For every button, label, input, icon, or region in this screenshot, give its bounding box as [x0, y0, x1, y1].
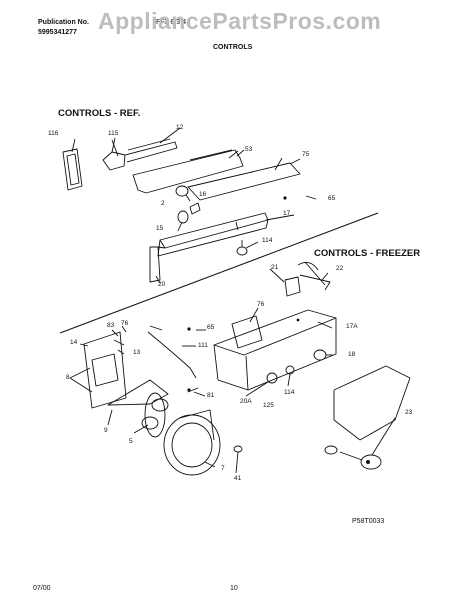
part-label: 116: [48, 130, 59, 137]
part-label: 65: [328, 195, 336, 202]
part-label: 20: [158, 281, 166, 288]
part-label: 9: [104, 427, 108, 434]
part-label: 2: [161, 200, 165, 207]
part-label: 83: [107, 322, 115, 329]
part-label: 20A: [240, 398, 252, 405]
part-label: 21: [271, 264, 279, 271]
figure-code: P58T0033: [352, 518, 385, 525]
part-label: 53: [245, 146, 253, 153]
publication-number: 5995341277: [38, 29, 77, 36]
part-label: 75: [302, 151, 310, 158]
part-label: 14: [70, 339, 78, 346]
model-number: FF3 6 3 4: [156, 19, 186, 26]
part-label: 76: [121, 320, 129, 327]
part-label: 13: [133, 349, 141, 356]
part-label: 81: [207, 392, 215, 399]
part-label: 115: [108, 130, 119, 137]
part-label: 5: [129, 438, 133, 445]
part-label: 41: [234, 475, 242, 482]
part-label: 18: [348, 351, 356, 358]
part-label: 114: [262, 237, 273, 244]
publication-label: Publication No.: [38, 19, 89, 26]
part-label: 17A: [346, 323, 358, 330]
heading-controls-freezer: CONTROLS - FREEZER: [314, 248, 421, 259]
heading-controls-ref: CONTROLS - REF.: [58, 108, 141, 119]
part-label: 8: [66, 374, 70, 381]
part-label: 65: [207, 324, 215, 331]
part-label: 76: [257, 301, 265, 308]
section-title: CONTROLS: [213, 44, 253, 51]
part-label: 17: [283, 210, 291, 217]
part-label: 125: [263, 402, 274, 409]
part-label: 111: [198, 342, 208, 349]
footer-page-number: 10: [230, 585, 238, 592]
part-label: 23: [405, 409, 413, 416]
part-label: 15: [156, 225, 164, 232]
part-label: 16: [199, 191, 207, 198]
part-label: 114: [284, 389, 295, 396]
footer-date: 07/00: [33, 585, 51, 592]
part-label: 7: [221, 465, 225, 472]
part-label: 22: [336, 265, 344, 272]
part-label: 12: [176, 124, 184, 131]
watermark: AppliancePartsPros.com: [98, 8, 382, 34]
